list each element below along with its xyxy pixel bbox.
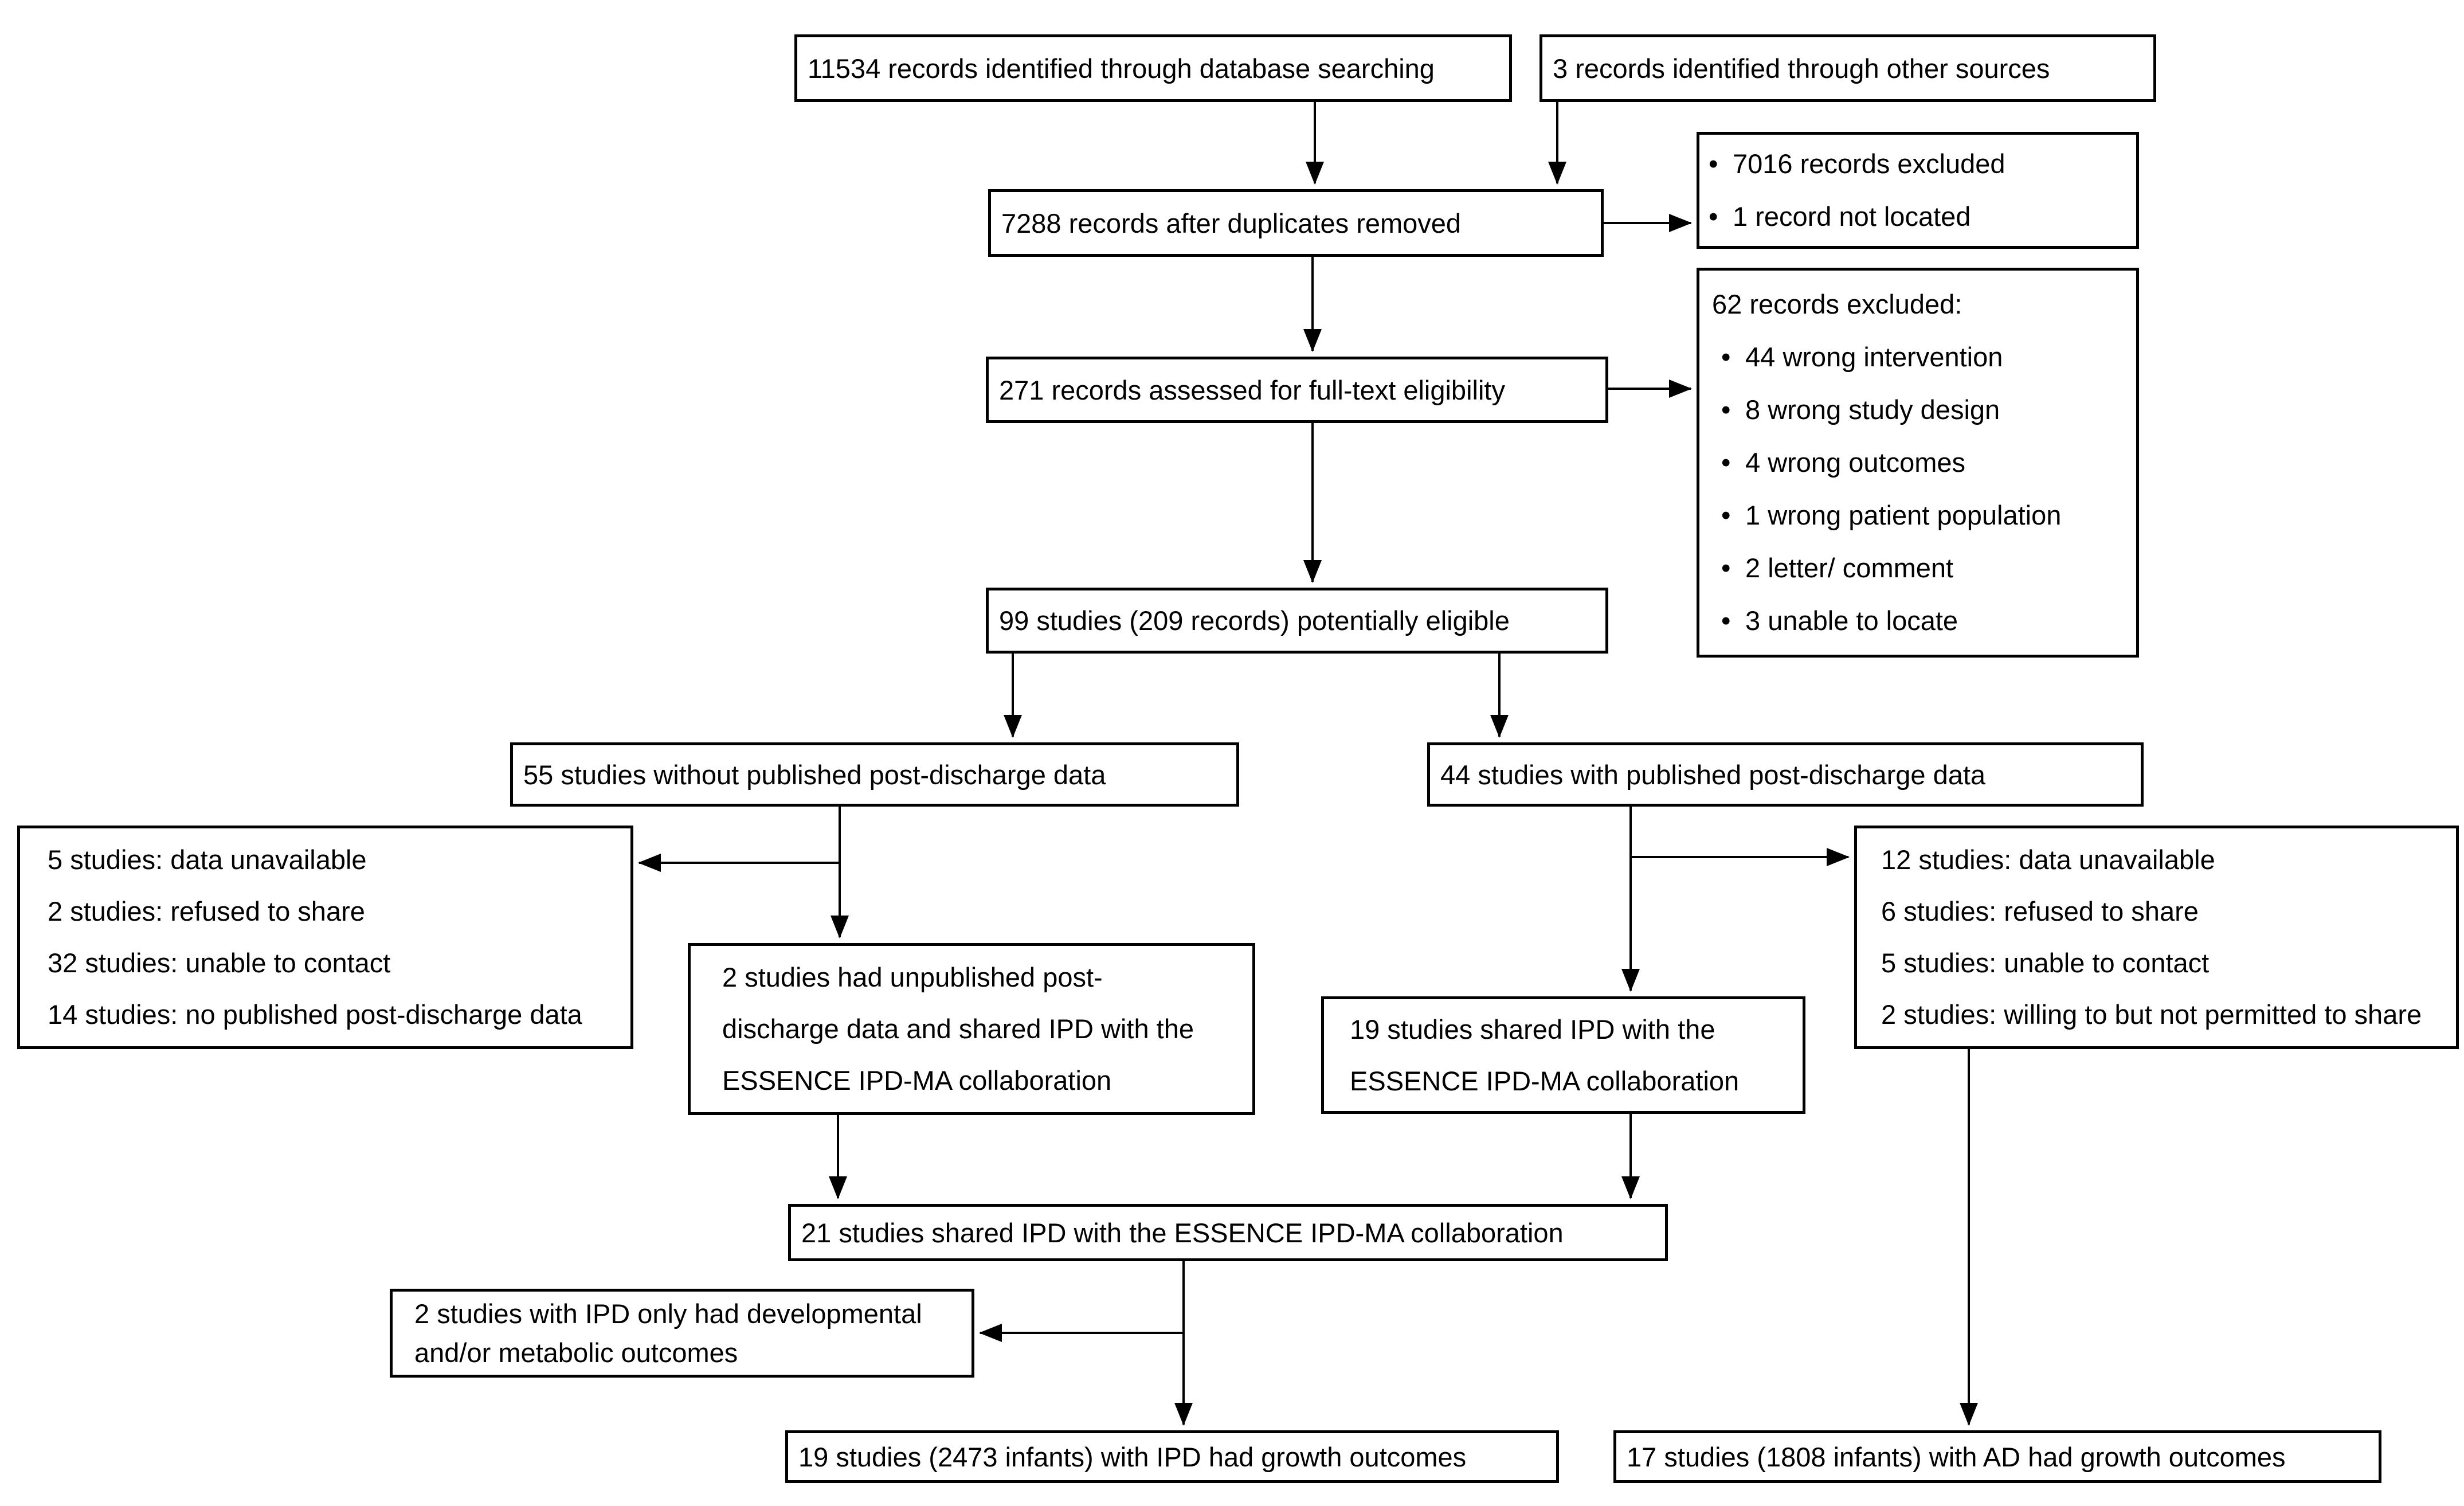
- box-text: 99 studies (209 records) potentially eli…: [999, 605, 1510, 636]
- box-text-line: 19 studies shared IPD with the: [1350, 1014, 1715, 1045]
- box-studies-without-published-data: 55 studies without published post-discha…: [510, 742, 1239, 807]
- excluded-header: 62 records excluded:: [1712, 289, 1962, 319]
- list-item: • 1 wrong patient population: [1712, 489, 2136, 542]
- box-text: 3 records identified through other sourc…: [1553, 53, 2050, 84]
- box-text-line: ESSENCE IPD-MA collaboration: [722, 1065, 1112, 1096]
- bullet-icon: •: [1721, 447, 1731, 478]
- box-records-excluded-early: • 7016 records excluded • 1 record not l…: [1697, 132, 2139, 249]
- box-21-studies-shared-ipd: 21 studies shared IPD with the ESSENCE I…: [788, 1204, 1668, 1261]
- excluded-item: 2 letter/ comment: [1745, 553, 1954, 583]
- bullet-icon: •: [1721, 605, 1731, 636]
- box-text: 55 studies without published post-discha…: [523, 759, 1106, 790]
- reason-line: 2 studies: refused to share: [48, 896, 365, 926]
- box-records-identified-database: 11534 records identified through databas…: [794, 34, 1512, 102]
- box-right-studies-not-included: 12 studies: data unavailable 6 studies: …: [1854, 826, 2459, 1049]
- box-text: 17 studies (1808 infants) with AD had gr…: [1627, 1441, 2286, 1472]
- list-item: • 4 wrong outcomes: [1712, 436, 2136, 489]
- box-text: 21 studies shared IPD with the ESSENCE I…: [801, 1217, 1564, 1248]
- reason-line: 14 studies: no published post-discharge …: [48, 999, 582, 1030]
- reason-line: 12 studies: data unavailable: [1881, 844, 2215, 875]
- box-studies-potentially-eligible: 99 studies (209 records) potentially eli…: [986, 588, 1608, 654]
- excluded-item: 1 wrong patient population: [1745, 500, 2062, 530]
- box-unpublished-data-shared-ipd: 2 studies had unpublished post- discharg…: [688, 943, 1255, 1115]
- box-text-line: and/or metabolic outcomes: [414, 1337, 738, 1368]
- reason-line: 5 studies: data unavailable: [48, 844, 367, 875]
- box-text: 19 studies (2473 infants) with IPD had g…: [798, 1441, 1467, 1472]
- box-records-identified-other-sources: 3 records identified through other sourc…: [1539, 34, 2156, 102]
- box-text-line: ESSENCE IPD-MA collaboration: [1350, 1065, 1740, 1096]
- box-records-excluded-fulltext: 62 records excluded: • 44 wrong interven…: [1697, 268, 2139, 658]
- box-ipd-growth-outcomes: 19 studies (2473 infants) with IPD had g…: [785, 1430, 1559, 1483]
- list-item: • 8 wrong study design: [1712, 384, 2136, 436]
- box-text-line: 2 studies with IPD only had developmenta…: [414, 1298, 922, 1329]
- bullet-icon: •: [1721, 342, 1731, 372]
- reason-line: 5 studies: unable to contact: [1881, 948, 2210, 978]
- reason-line: 2 studies: willing to but not permitted …: [1881, 999, 2422, 1030]
- bullet-icon: •: [1721, 394, 1731, 425]
- box-records-assessed-fulltext: 271 records assessed for full-text eligi…: [986, 357, 1608, 423]
- bullet-icon: •: [1721, 500, 1731, 530]
- excluded-item: 1 record not located: [1733, 201, 1971, 232]
- list-item: • 2 letter/ comment: [1712, 542, 2136, 594]
- list-item: • 3 unable to locate: [1712, 594, 2136, 647]
- excluded-item: 4 wrong outcomes: [1745, 447, 1966, 478]
- box-left-studies-not-included: 5 studies: data unavailable 2 studies: r…: [17, 826, 633, 1049]
- excluded-item: 8 wrong study design: [1745, 394, 2000, 425]
- reason-line: 32 studies: unable to contact: [48, 948, 391, 978]
- excluded-item: 44 wrong intervention: [1745, 342, 2003, 372]
- box-studies-with-published-data: 44 studies with published post-discharge…: [1427, 742, 2144, 807]
- list-item: • 44 wrong intervention: [1712, 331, 2136, 384]
- excluded-item: 3 unable to locate: [1745, 605, 1958, 636]
- box-19-studies-shared-ipd: 19 studies shared IPD with the ESSENCE I…: [1321, 996, 1805, 1114]
- box-text-line: discharge data and shared IPD with the: [722, 1014, 1194, 1044]
- bullet-icon: •: [1721, 553, 1731, 583]
- box-text: 44 studies with published post-discharge…: [1440, 759, 1986, 790]
- box-records-after-duplicates-removed: 7288 records after duplicates removed: [988, 189, 1604, 257]
- box-text: 271 records assessed for full-text eligi…: [999, 374, 1505, 405]
- reason-line: 6 studies: refused to share: [1881, 896, 2199, 926]
- box-ad-growth-outcomes: 17 studies (1808 infants) with AD had gr…: [1613, 1430, 2381, 1483]
- box-text-line: 2 studies had unpublished post-: [722, 962, 1103, 992]
- bullet-icon: •: [1709, 201, 1718, 232]
- box-text: 7288 records after duplicates removed: [1001, 208, 1462, 238]
- box-ipd-only-dev-metabolic-outcomes: 2 studies with IPD only had developmenta…: [390, 1289, 974, 1378]
- box-text: 11534 records identified through databas…: [808, 53, 1435, 84]
- list-item: • 7016 records excluded: [1699, 138, 2136, 190]
- excluded-item: 7016 records excluded: [1733, 148, 2005, 179]
- list-item: • 1 record not located: [1699, 190, 2136, 243]
- bullet-icon: •: [1709, 148, 1718, 179]
